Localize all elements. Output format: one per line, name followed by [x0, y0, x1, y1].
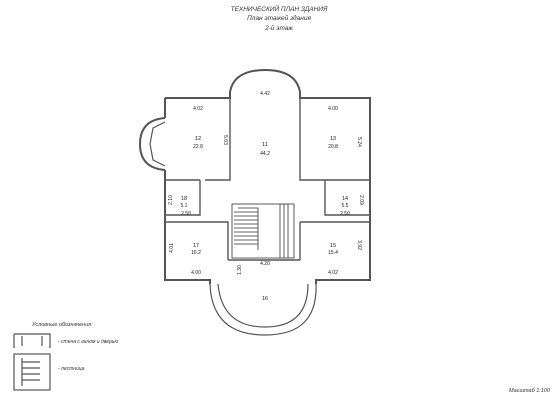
bottom-bay-arc-inner — [217, 283, 309, 328]
dim-corridor-width: 4.20 — [260, 261, 270, 267]
dim-room15-width: 4.02 — [328, 270, 338, 276]
wall-room17-top — [165, 221, 229, 260]
dim-room18-width: 2.50 — [181, 211, 191, 217]
dim-room14-width: 2.50 — [340, 211, 350, 217]
dim-room12-width: 4.02 — [193, 106, 203, 112]
dim-room13-width: 4.00 — [328, 106, 338, 112]
stair-symbol-steps — [21, 358, 40, 386]
legend-symbols — [13, 333, 51, 391]
stair-steps-right — [279, 204, 289, 258]
dim-room14-height: 2.09 — [358, 195, 364, 205]
legend-stair-text: - лестница — [58, 366, 85, 372]
scale-label: Масштаб 1:100 — [509, 388, 550, 394]
dim-room12-depth: 5.03 — [222, 135, 228, 145]
legend-title: Условные обозначения: — [32, 322, 93, 328]
outer-wall-top — [165, 68, 371, 284]
dim-top-bay: 4.42 — [260, 91, 270, 97]
bottom-bay — [209, 283, 317, 336]
stair-steps — [234, 211, 258, 245]
room-11-area: 44.2 — [260, 151, 270, 157]
outer-wall-left — [164, 170, 211, 284]
window-symbol — [21, 336, 43, 346]
wall-room13-left — [299, 98, 370, 181]
room-13-area: 20.8 — [328, 144, 338, 150]
dim-room18-height: 2.10 — [168, 195, 174, 205]
room-13-id: 13 — [330, 136, 336, 142]
room-14-area: 5.5 — [342, 203, 349, 209]
dim-room17-width: 4.00 — [191, 270, 201, 276]
wall-room12-right — [205, 98, 231, 181]
wall-symbol — [13, 333, 51, 348]
plan-title: ТЕХНИЧЕСКИЙ ПЛАН ЗДАНИЯ — [230, 6, 328, 13]
room-17-area: 16.2 — [191, 250, 201, 256]
exterior-walls — [138, 68, 371, 284]
wall-room18 — [165, 180, 201, 216]
dim-room13-depth: 5.24 — [356, 137, 362, 147]
room-16-id: 16 — [262, 296, 268, 302]
room-18-id: 18 — [181, 196, 187, 202]
bottom-bay-arc — [209, 283, 317, 336]
dim-room15-depth: 3.92 — [356, 240, 362, 250]
dim-corridor-depth: 1.30 — [237, 265, 243, 275]
bay-window-left-inner — [149, 121, 166, 167]
room-15-id: 15 — [330, 243, 336, 249]
stair — [231, 203, 295, 259]
room-18-area: 5.1 — [181, 203, 188, 209]
dimension-labels: 4.42 4.02 5.03 4.00 5.24 2.10 2.50 2.50 … — [168, 91, 364, 276]
stair-well — [231, 203, 295, 259]
room-11-id: 11 — [262, 142, 268, 148]
room-15-area: 15.4 — [328, 250, 338, 256]
room-labels: 12 22.8 11 44.2 13 20.8 18 5.1 14 5.5 17… — [181, 136, 349, 302]
room-17-id: 17 — [193, 243, 199, 249]
interior-walls — [165, 98, 370, 261]
dim-room17-depth: 4.01 — [169, 243, 175, 253]
room-14-id: 14 — [342, 196, 348, 202]
wall-room14 — [324, 180, 370, 216]
stair-symbol — [13, 353, 51, 391]
plan-subtitle: План этажей здания — [247, 15, 311, 22]
legend-wall-text: - стена с окном и дверью — [58, 339, 119, 345]
floor-label: 2-й этаж — [265, 25, 293, 32]
room-12-area: 22.8 — [193, 144, 203, 150]
bay-window-left — [138, 117, 166, 171]
room-12-id: 12 — [195, 136, 201, 142]
